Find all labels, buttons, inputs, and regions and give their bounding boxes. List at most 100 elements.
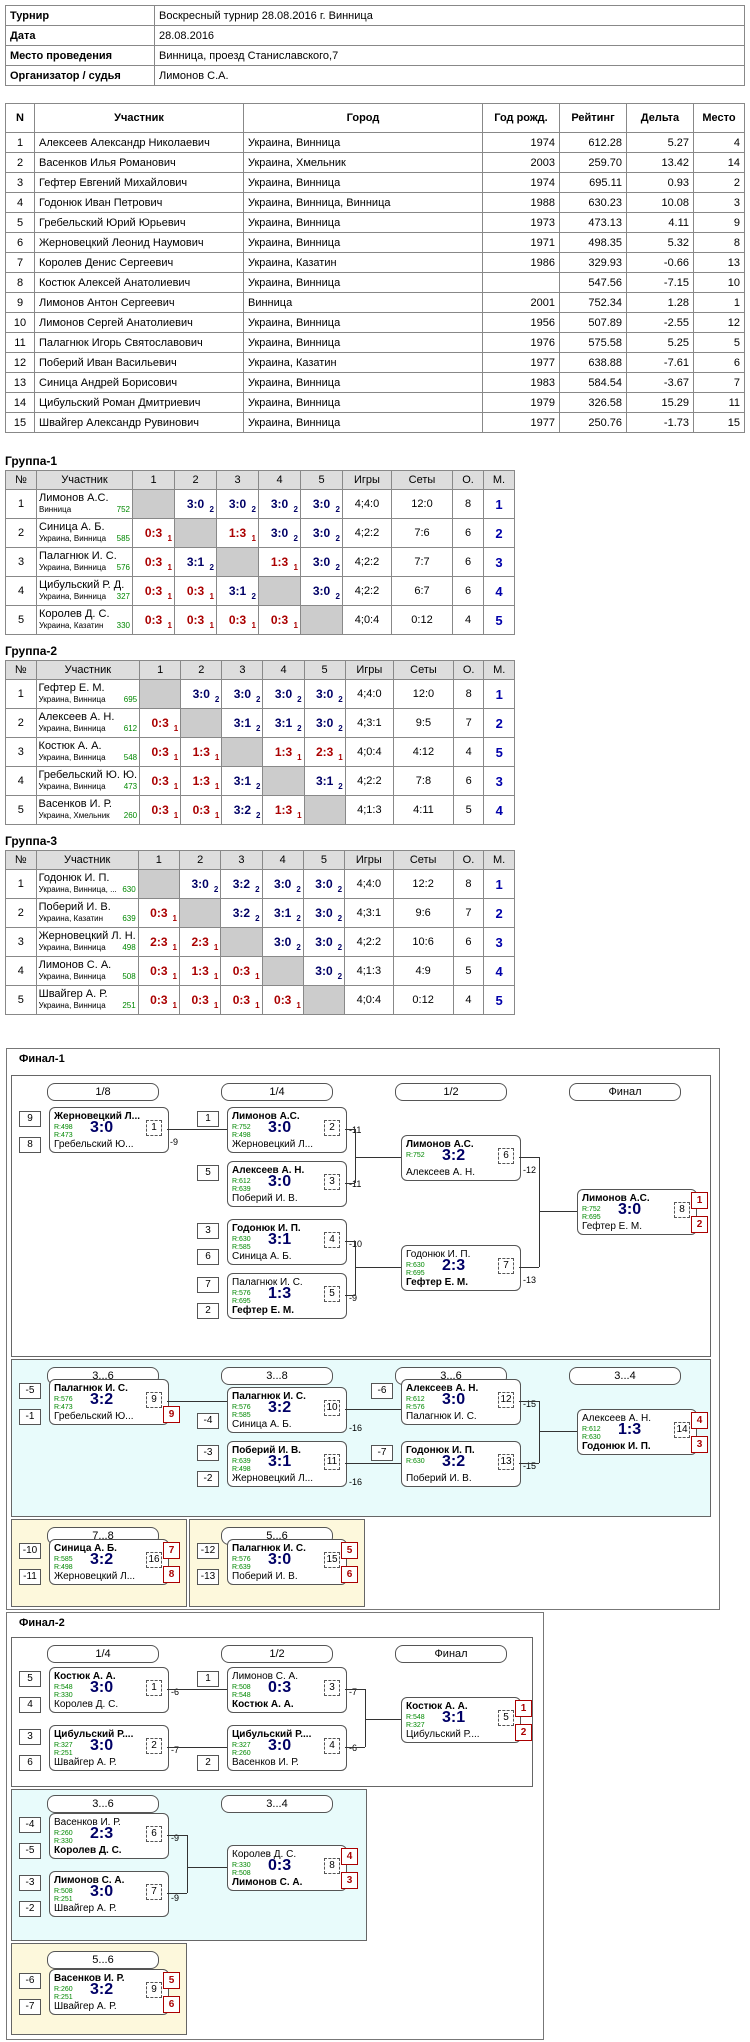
group-row-number: 1 <box>5 679 37 709</box>
group-points: 6 <box>452 766 485 796</box>
group-header-cell: 4 <box>261 850 304 870</box>
match-number: 6 <box>146 1826 162 1842</box>
participant-cell: 8 <box>5 272 35 293</box>
match-player-1: Алексеев А. Н. <box>232 1165 305 1176</box>
loser-link: -9 <box>171 1893 180 1903</box>
match-player-1: Цибульский Р.... <box>54 1729 134 1740</box>
group-cell-self <box>216 547 259 577</box>
group-sets: 7:8 <box>393 766 454 796</box>
bracket-line <box>167 1401 227 1402</box>
group-games: 4;0:4 <box>342 605 392 635</box>
seed-number: -4 <box>19 1817 41 1833</box>
participant-cell: 630.23 <box>559 192 627 213</box>
match-score: 0:3 <box>268 1679 292 1696</box>
seed-number: -1 <box>19 1409 41 1425</box>
match-score: 3:1 <box>442 1709 466 1726</box>
group-sets: 4:11 <box>393 795 454 825</box>
match-rating-1: R:260 <box>54 1986 73 1993</box>
info-value: Воскресный турнир 28.08.2016 г. Винница <box>154 5 745 26</box>
group-score-points: 2 <box>337 972 343 981</box>
group-score-points: 2 <box>335 505 340 514</box>
info-value: Винница, проезд Станиславского,7 <box>154 45 745 66</box>
participants-header-cell: Год рожд. <box>482 103 560 133</box>
match-number: 5 <box>498 1710 514 1726</box>
group-player-name: Костюк А. А. <box>38 740 102 752</box>
bracket-line <box>345 1463 401 1464</box>
participant-cell: 1 <box>5 132 35 153</box>
match-number: 16 <box>146 1552 162 1568</box>
round-header: 3...8 <box>221 1367 333 1385</box>
group-games: 4;0:4 <box>344 985 394 1015</box>
match-rating-2: R:576 <box>406 1404 425 1411</box>
group-header-cell: 2 <box>178 850 222 870</box>
match-number: 6 <box>498 1148 514 1164</box>
participant-cell: 547.56 <box>559 272 627 293</box>
match-player-1: Васенков И. Р. <box>54 1973 125 1984</box>
participant-cell: Украина, Казатин <box>243 252 483 273</box>
match-rating-1: R:612 <box>406 1396 425 1403</box>
group-place: 4 <box>483 956 515 986</box>
bracket-line <box>167 1835 187 1836</box>
bracket-line <box>345 1241 355 1242</box>
loser-link: -9 <box>171 1833 180 1843</box>
participant-cell: Украина, Винница <box>243 372 483 393</box>
match-score: 3:0 <box>268 1737 292 1754</box>
participant-cell: 1956 <box>482 312 560 333</box>
participant-cell: 575.58 <box>559 332 627 353</box>
participant-cell: 7 <box>5 252 35 273</box>
participant-cell: 11 <box>693 392 745 413</box>
participant-cell: -2.55 <box>626 312 694 333</box>
seed-number: -13 <box>197 1569 219 1585</box>
group-place: 3 <box>483 547 515 577</box>
participant-cell: 4.11 <box>626 212 694 233</box>
group-player-rating: 251 <box>122 1001 136 1010</box>
participant-cell: Украина, Винница <box>243 312 483 333</box>
match-score: 3:2 <box>442 1147 466 1164</box>
seed-number: -5 <box>19 1843 41 1859</box>
match-player-2: Костюк А. А. <box>232 1699 294 1710</box>
final-place: 4 <box>691 1412 708 1429</box>
group-score-points: 2 <box>251 592 256 601</box>
group-score-points: 1 <box>209 621 214 630</box>
match-player-1: Лимонов А.С. <box>582 1193 650 1204</box>
participant-cell: -0.66 <box>626 252 694 273</box>
group-player-rating: 330 <box>116 621 130 630</box>
match-score: 3:0 <box>90 1883 114 1900</box>
match-rating-2: R:630 <box>582 1434 601 1441</box>
group-score-points: 2 <box>335 563 340 572</box>
match-rating-2: R:639 <box>232 1186 251 1193</box>
final-place: 4 <box>341 1848 358 1865</box>
group-score-points: 1 <box>251 534 256 543</box>
match-player-2: Королев Д. С. <box>54 1699 119 1710</box>
group-score-points: 1 <box>209 592 214 601</box>
match-score: 3:2 <box>90 1551 114 1568</box>
